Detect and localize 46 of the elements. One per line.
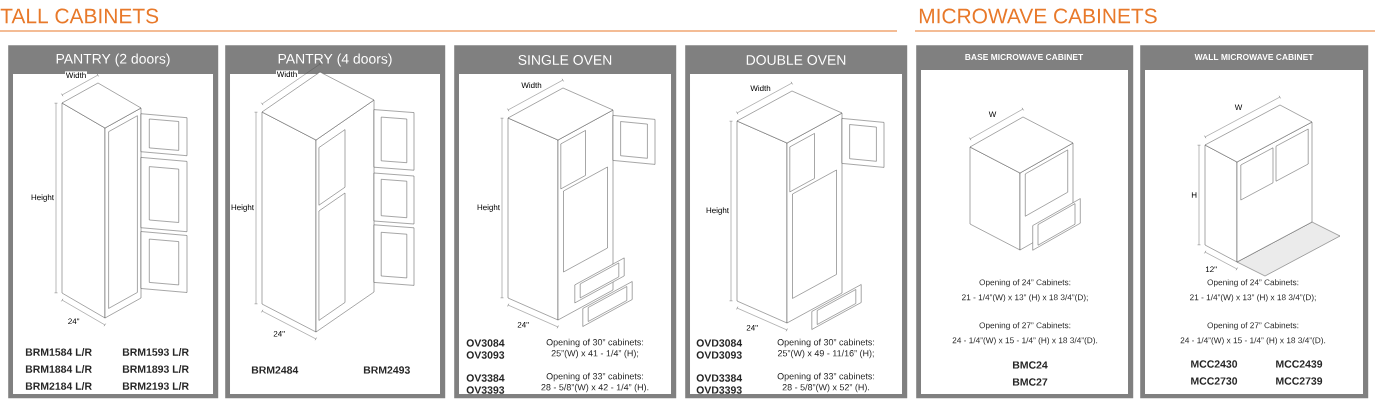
model-number: OV3384 — [466, 374, 505, 382]
opening-size-note: Opening of 33” cabinets: — [546, 372, 643, 382]
opening-size-note: Opening of 33” cabinets: — [777, 372, 874, 382]
model-number: BRM1593 L/R — [122, 348, 189, 356]
model-number: OVD3093 — [696, 351, 742, 359]
panel-heading: SINGLE OVEN — [518, 55, 612, 65]
model-number: MCC2730 — [1191, 377, 1238, 385]
model-number: BRM2193 L/R — [122, 382, 189, 390]
model-number: OV3093 — [466, 351, 505, 359]
opening-size-note: Opening of 24” Cabinets: — [979, 279, 1071, 287]
model-number: BMC27 — [1013, 378, 1048, 386]
opening-size-note: 28 - 5/8”(W) x 42 - 1/4” (H). — [541, 383, 649, 393]
model-number: OVD3384 — [696, 374, 743, 382]
opening-size-note: 21 - 1/4”(W) x 13” (H) x 18 3/4”(D); — [962, 294, 1088, 302]
model-number: BMC24 — [1013, 361, 1048, 369]
opening-size-note: 24 - 1/4”(W) x 15 - 1/4” (H) x 18 3/4”(D). — [1180, 337, 1326, 345]
panel-heading: DOUBLE OVEN — [746, 55, 846, 65]
opening-size-note: Opening of 27” Cabinets: — [979, 322, 1071, 330]
panel-heading: PANTRY (2 doors) — [56, 53, 170, 67]
opening-size-note: 24 - 1/4”(W) x 15 - 1/4” (H) x 18 3/4”(D). — [952, 337, 1098, 345]
opening-size-note: 21 - 1/4”(W) x 13” (H) x 18 3/4”(D); — [1190, 294, 1316, 302]
model-number: BRM2184 L/R — [25, 382, 92, 390]
model-number: OV3393 — [466, 386, 505, 394]
opening-size-note: 25”(W) x 49 - 11/16” (H); — [777, 349, 874, 359]
opening-size-note: Opening of 27” Cabinets: — [1207, 322, 1299, 330]
opening-size-note: Opening of 30” cabinets: — [777, 338, 874, 348]
opening-size-note: Opening of 30” cabinets: — [546, 338, 643, 348]
model-number: OV3084 — [466, 339, 505, 347]
opening-size-note: 28 - 5/8”(W) x 52” (H). — [782, 383, 869, 393]
model-number: BRM1884 L/R — [25, 365, 92, 373]
model-number: BRM2493 — [363, 366, 410, 374]
opening-size-note: Opening of 24” Cabinets: — [1207, 279, 1299, 287]
model-number: MCC2430 — [1191, 360, 1238, 368]
opening-size-note: 25”(W) x 41 - 1/4” (H); — [551, 349, 639, 359]
panel-heading: WALL MICROWAVE CABINET — [1194, 54, 1314, 60]
section-title: TALL CABINETS — [0, 8, 159, 24]
model-number: OVD3393 — [696, 386, 742, 394]
model-number: BRM2484 — [251, 366, 299, 374]
panel-heading: PANTRY (4 doors) — [278, 53, 392, 67]
panel-heading: BASE MICROWAVE CABINET — [965, 54, 1084, 60]
section-title: MICROWAVE CABINETS — [919, 8, 1157, 24]
model-number: OVD3084 — [696, 339, 743, 347]
model-number: MCC2739 — [1276, 377, 1323, 385]
model-number: BRM1893 L/R — [122, 365, 189, 373]
model-number: BRM1584 L/R — [25, 348, 92, 356]
model-number: MCC2439 — [1276, 360, 1323, 368]
